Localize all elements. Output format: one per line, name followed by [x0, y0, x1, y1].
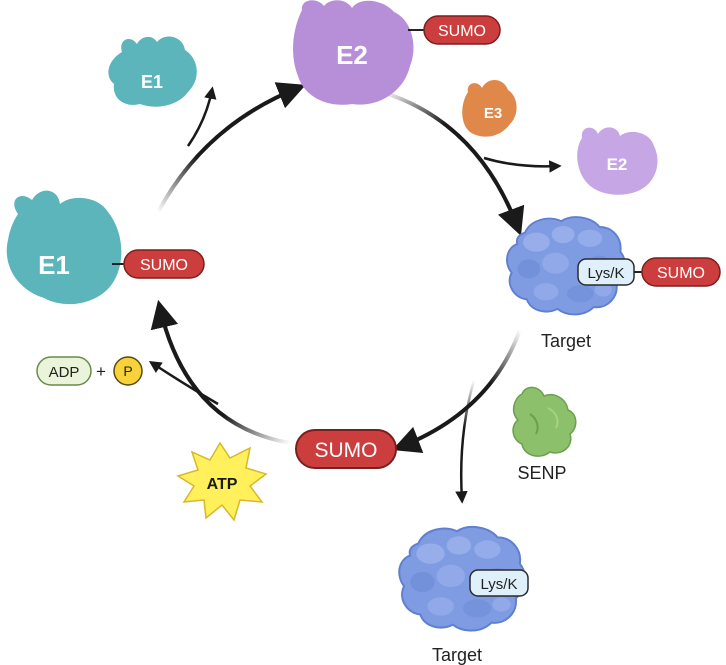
atp-burst: ATP	[176, 441, 268, 522]
e1-small-label: E1	[141, 72, 163, 92]
senp-label: SENP	[517, 463, 566, 483]
adp-label: ADP	[49, 364, 80, 381]
free-sumo: SUMO	[295, 429, 397, 469]
e3-enzyme: E3	[462, 79, 517, 137]
e1-small-enzyme: E1	[108, 36, 197, 107]
adp-molecule: ADP	[36, 356, 92, 386]
cycle-arrow-sumo-to-e1	[150, 299, 291, 445]
sumo-on-e1-label: SUMO	[140, 257, 188, 274]
e1-large-label: E1	[38, 250, 70, 280]
cycle-arrow-e1-to-e2	[156, 82, 306, 213]
e3-label: E3	[484, 105, 502, 122]
sumo-tag-on-target: SUMO	[641, 257, 721, 287]
sumo-on-e2-label: SUMO	[438, 23, 486, 40]
lys-site-on-free-target: Lys/K	[469, 569, 529, 597]
e1-large-enzyme: E1	[6, 190, 122, 305]
plus-sign: +	[96, 362, 106, 381]
lys-site-on-target: Lys/K	[577, 258, 635, 286]
sumo-on-target-label: SUMO	[657, 265, 705, 282]
release-arrow-adp	[148, 360, 219, 406]
e2-large-enzyme: E2	[293, 0, 414, 105]
release-arrow-e2	[483, 156, 562, 173]
e2-large-label: E2	[336, 40, 368, 70]
cycle-arrow-e2-to-target	[381, 90, 525, 236]
sumo-tag-on-e2: SUMO	[423, 15, 501, 45]
senp-cleavage-arrow	[455, 379, 476, 504]
lys-on-free-target-label: Lys/K	[481, 576, 518, 593]
sumo-tag-on-e1: SUMO	[123, 249, 205, 279]
target-bottom-label: Target	[432, 645, 482, 665]
lys-on-target-label: Lys/K	[588, 265, 625, 282]
atp-label: ATP	[207, 476, 238, 493]
sumo-free-label: SUMO	[315, 439, 378, 462]
e2-small-label: E2	[607, 155, 628, 174]
cycle-arrow-target-to-sumo	[392, 329, 522, 453]
e2-small-enzyme: E2	[577, 127, 658, 195]
phosphate-molecule: P	[113, 356, 143, 386]
target-top-label: Target	[541, 331, 591, 351]
senp-enzyme: SENP	[512, 386, 577, 483]
release-arrow-e1	[186, 86, 217, 147]
phosphate-label: P	[123, 363, 132, 379]
